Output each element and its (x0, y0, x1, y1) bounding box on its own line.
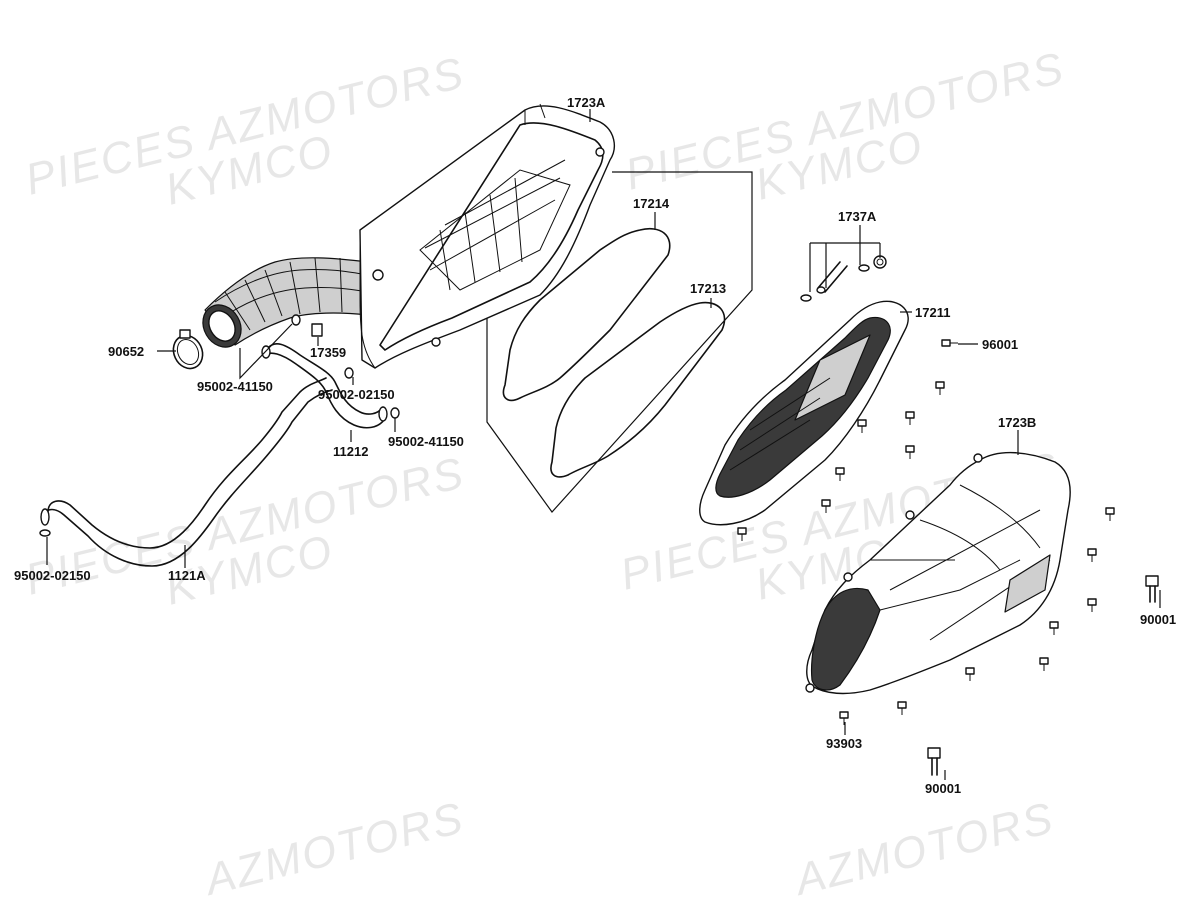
clip (800, 294, 812, 302)
screw-icon (965, 667, 975, 681)
group-bracket (486, 171, 753, 513)
clip-95002-41150 (291, 314, 301, 326)
part-label-95002-02150: 95002-02150 (14, 568, 91, 583)
air-cleaner-case-1723a (359, 103, 616, 369)
screw-icon (935, 381, 945, 395)
intake-duct (202, 257, 369, 348)
screw-icon (905, 411, 915, 425)
drain-plug-1737a (800, 255, 887, 302)
part-label-95002-41150: 95002-41150 (388, 434, 464, 449)
part-label-17211: 17211 (915, 305, 950, 320)
clip-95002-02150 (39, 529, 51, 537)
part-label-95002-02150: 95002-02150 (318, 387, 395, 402)
screw-icon (821, 499, 831, 513)
screw-icon (737, 527, 747, 541)
part-label-1723a: 1723A (567, 95, 606, 110)
bolt-90001 (927, 747, 941, 776)
bolt-90001 (1145, 575, 1159, 603)
screw-icon (839, 711, 849, 725)
watermark-text: AZMOTORS (788, 793, 1059, 900)
part-label-17213: 17213 (690, 281, 726, 296)
part-label-1737a: 1737A (838, 209, 877, 224)
clip-95002-02150 (344, 367, 354, 379)
part-label-11212: 11212 (333, 444, 368, 459)
part-label-1723b: 1723B (998, 415, 1036, 430)
leader-lines (46, 109, 1161, 780)
part-label-93903: 93903 (826, 736, 862, 751)
screw-icon (857, 419, 867, 433)
clip (858, 264, 870, 272)
small-fittings (39, 314, 400, 537)
screw-icon (1087, 598, 1097, 612)
screw-icon (905, 445, 915, 459)
part-label-90001: 90001 (925, 781, 961, 796)
clip-95002-41150 (390, 407, 400, 419)
hose-end (378, 406, 388, 422)
screw-icon (1039, 657, 1049, 671)
breather-hose-1121a (40, 377, 333, 567)
fitting-17359 (311, 323, 323, 337)
gasket-17214 (502, 228, 671, 402)
hose-clamp-90652 (172, 329, 204, 370)
part-label-17214: 17214 (633, 196, 670, 211)
screw-set (737, 339, 1115, 725)
gasket-17213 (550, 301, 726, 478)
air-filter-element-17211 (699, 300, 909, 526)
screw-icon (1049, 621, 1059, 635)
watermark-text: AZMOTORS (198, 793, 469, 900)
part-label-90001: 90001 (1140, 612, 1176, 627)
part-labels: 1723A 17214 17213 1737A 17211 96001 9065… (14, 95, 1176, 796)
screw-icon (897, 701, 907, 715)
part-label-17359: 17359 (310, 345, 346, 360)
part-label-1121a: 1121A (168, 568, 206, 583)
part-label-96001: 96001 (982, 337, 1018, 352)
screw-icon (835, 467, 845, 481)
air-cleaner-cover-1723b (805, 451, 1071, 695)
hose-end (40, 508, 50, 526)
part-label-90652: 90652 (108, 344, 144, 359)
part-label-95002-41150: 95002-41150 (197, 379, 273, 394)
screw-icon (1087, 548, 1097, 562)
screw-icon (1105, 507, 1115, 521)
screw-icon (941, 339, 958, 347)
